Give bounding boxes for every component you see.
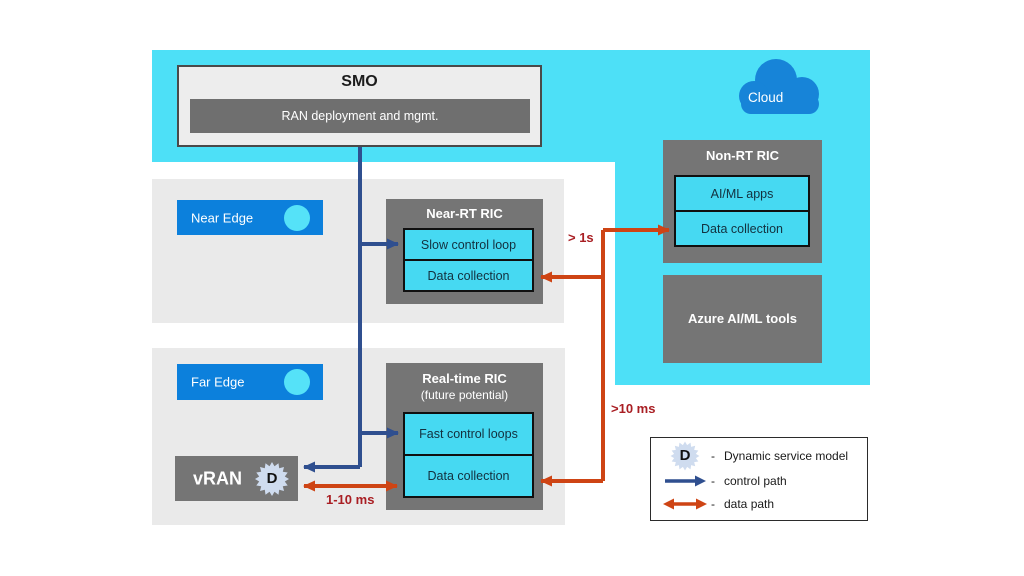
dynamic-service-model-icon: D (659, 441, 711, 471)
non-rt-data-collection-box: Data collection (674, 210, 810, 247)
dynamic-service-model-icon: D (254, 461, 290, 497)
legend-row-control-path: - control path (659, 469, 867, 492)
legend-dash: - (711, 473, 715, 488)
legend-dash: - (711, 496, 715, 511)
non-rt-ric-title: Non-RT RIC (706, 148, 779, 163)
azure-aiml-tools-label: Azure AI/ML tools (687, 311, 798, 327)
cloud-icon: Cloud (736, 56, 826, 118)
vran-label: vRAN (193, 468, 243, 488)
real-time-data-collection-box: Data collection (403, 454, 534, 498)
control-path-arrow-icon (659, 475, 711, 487)
near-rt-ric-title: Near-RT RIC (426, 206, 503, 221)
non-rt-ric-box: Non-RT RIC AI/ML apps Data collection (663, 140, 822, 263)
legend-label-dynamic-service-model: Dynamic service model (724, 449, 849, 463)
azure-aiml-tools-box: Azure AI/ML tools (663, 275, 822, 363)
latency-label-10ms: >10 ms (611, 401, 656, 416)
legend-label-data-path: data path (724, 496, 775, 511)
slow-control-loop-box: Slow control loop (403, 228, 534, 261)
real-time-ric-subtitle: (future potential) (420, 388, 509, 402)
vran-box: vRAN D (175, 456, 298, 501)
legend-badge-letter: D (679, 446, 691, 464)
near-edge-dot-icon (284, 204, 310, 231)
ran-deployment-box: RAN deployment and mgmt. (190, 99, 530, 133)
smo-title: SMO (341, 73, 378, 90)
cloud-label: Cloud (748, 90, 784, 105)
smo-box: SMO RAN deployment and mgmt. (177, 65, 542, 147)
near-edge-chip: Near Edge (177, 200, 323, 235)
legend-label-control-path: control path (724, 473, 787, 488)
near-edge-label: Near Edge (191, 210, 254, 225)
aiml-apps-box: AI/ML apps (674, 175, 810, 212)
near-rt-data-collection-box: Data collection (403, 259, 534, 292)
near-rt-ric-box: Near-RT RIC Slow control loop Data colle… (386, 199, 543, 304)
far-edge-label: Far Edge (191, 374, 245, 390)
legend-dash: - (711, 449, 715, 463)
legend-row-dynamic-service-model: D - Dynamic service model (659, 441, 867, 471)
real-time-ric-title: Real-time RIC (422, 371, 507, 386)
fast-control-loops-box: Fast control loops (403, 412, 534, 456)
near-rt-ric-rows: Slow control loop Data collection (403, 228, 534, 292)
legend-row-data-path: - data path (659, 492, 867, 515)
data-path-arrow-icon (659, 498, 711, 510)
cloud-shape (739, 59, 819, 114)
real-time-ric-rows: Fast control loops Data collection (403, 412, 534, 498)
far-edge-dot-icon (284, 369, 310, 395)
latency-label-1-10ms: 1-10 ms (326, 492, 375, 507)
real-time-ric-box: Real-time RIC (future potential) Fast co… (386, 363, 543, 510)
non-rt-ric-rows: AI/ML apps Data collection (674, 175, 810, 247)
legend: D - Dynamic service model - control path (650, 437, 868, 521)
vran-badge-letter: D (266, 469, 278, 487)
latency-label-1s: > 1s (568, 230, 594, 245)
far-edge-chip: Far Edge (177, 364, 323, 400)
